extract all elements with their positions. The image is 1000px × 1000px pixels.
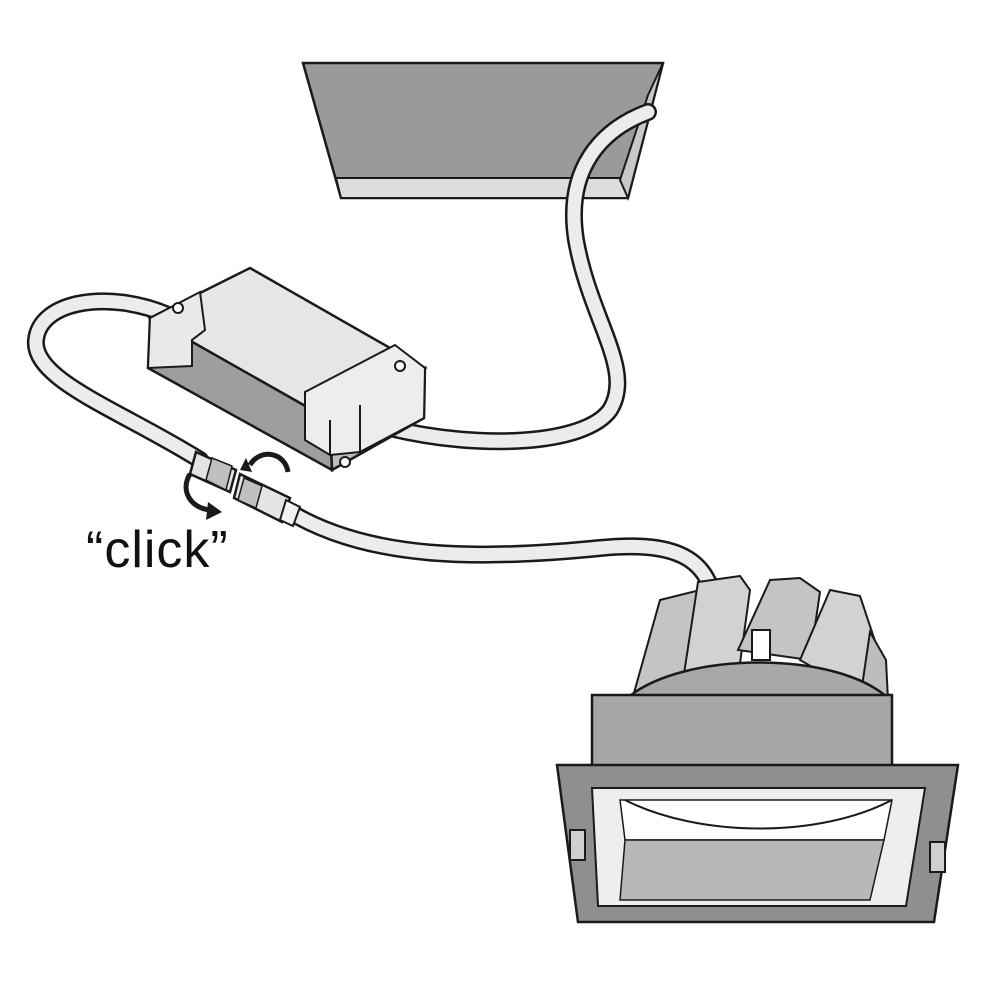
rotate-arrows-icon: [183, 451, 291, 520]
downlight: [555, 574, 960, 924]
cable-connector: [188, 450, 302, 528]
ceiling-cutout: [301, 61, 665, 202]
led-driver: [146, 266, 428, 473]
luminaire-cable: [281, 503, 725, 629]
driver-output-cable: [26, 292, 209, 469]
click-annotation: “click”: [86, 521, 229, 579]
mains-cable: [381, 103, 657, 451]
